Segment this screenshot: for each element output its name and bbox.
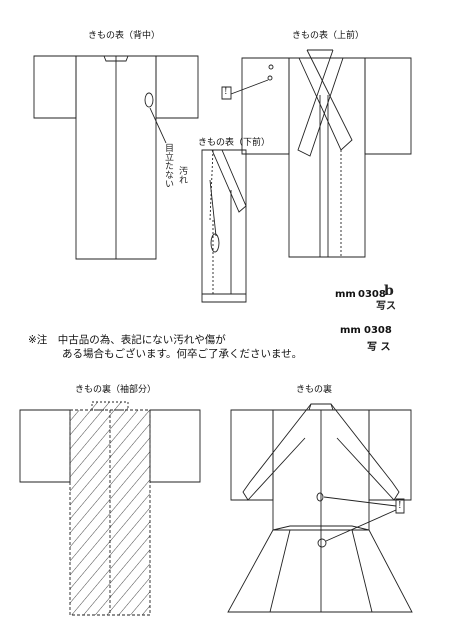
front-upper-body bbox=[289, 58, 365, 257]
lining-left-sleeve bbox=[20, 410, 70, 482]
lining-full-left-collar-band bbox=[243, 404, 311, 500]
lining-full-flare-seam-2 bbox=[352, 530, 372, 612]
kimono-lining-diagram bbox=[228, 404, 412, 612]
kimono-front-lower-diagram bbox=[202, 150, 246, 302]
code1-unit: mm bbox=[335, 289, 356, 300]
lining-sleeve-view-title: きもの裏（袖部分） bbox=[75, 385, 157, 395]
lining-view-title: きもの裏 bbox=[296, 385, 333, 395]
front-lower-view-title: きもの表（下前） bbox=[198, 138, 271, 148]
lining-full-leader-1 bbox=[324, 497, 396, 506]
code2-unit: mm bbox=[340, 325, 361, 336]
front-upper-view-title: きもの表（上前） bbox=[292, 31, 365, 41]
stain-note-col2: 汚れ bbox=[177, 166, 187, 184]
lining-full-collar bbox=[309, 404, 333, 410]
kimono-lining-sleeve-diagram bbox=[20, 402, 200, 615]
front-upper-collar-left bbox=[298, 50, 343, 156]
back-right-sleeve bbox=[156, 56, 198, 118]
code1-suffix: b bbox=[384, 283, 394, 299]
lining-full-lower-flare bbox=[228, 530, 412, 612]
back-view-title: きもの表（背中） bbox=[88, 31, 161, 41]
code2-number: 0308 bbox=[364, 325, 392, 336]
front-lower-collar bbox=[212, 150, 246, 212]
front-lower-leader bbox=[210, 180, 216, 236]
kimono-back-diagram bbox=[34, 56, 198, 259]
lining-right-sleeve bbox=[150, 410, 200, 482]
front-upper-stain-1 bbox=[269, 65, 273, 69]
notice-line-2: ある場合もございます。何卒ご了承くださいませ。 bbox=[62, 348, 303, 360]
front-upper-collar-right bbox=[299, 50, 352, 150]
front-upper-stain-2 bbox=[268, 76, 272, 80]
notice-line-1: ※注 中古品の為、表記にない汚れや傷が bbox=[28, 334, 226, 346]
back-collar bbox=[104, 56, 128, 61]
front-upper-mark-text: ! bbox=[224, 87, 228, 97]
lining-full-stain-2 bbox=[318, 539, 326, 547]
lining-full-flare-seam-1 bbox=[270, 530, 290, 612]
lining-full-waist-line bbox=[273, 526, 369, 530]
front-lower-body bbox=[202, 150, 246, 302]
lining-full-right-sleeve bbox=[369, 410, 411, 500]
lining-full-leader-2 bbox=[326, 510, 396, 541]
code1-number: 0308 bbox=[358, 289, 386, 300]
back-stain-mark bbox=[145, 93, 153, 107]
lining-full-left-sleeve bbox=[231, 410, 273, 500]
stain-note-col1: 目立たない bbox=[163, 143, 173, 188]
front-upper-right-sleeve bbox=[365, 58, 411, 154]
front-upper-leader bbox=[231, 80, 268, 94]
front-upper-mark-box bbox=[222, 87, 231, 99]
lining-hatched-collar bbox=[92, 402, 128, 410]
kimono-front-upper-diagram bbox=[222, 50, 411, 257]
lining-mark-text: ! bbox=[398, 501, 402, 511]
front-lower-stain-mark bbox=[211, 234, 219, 252]
code1-suffix-label: 写ス bbox=[376, 301, 396, 312]
code2-label: 写 ス bbox=[367, 342, 391, 353]
lining-full-stain-1 bbox=[317, 493, 323, 501]
back-stain-leader bbox=[150, 108, 166, 143]
lining-full-right-collar-band bbox=[331, 404, 399, 500]
back-left-sleeve bbox=[34, 56, 76, 118]
